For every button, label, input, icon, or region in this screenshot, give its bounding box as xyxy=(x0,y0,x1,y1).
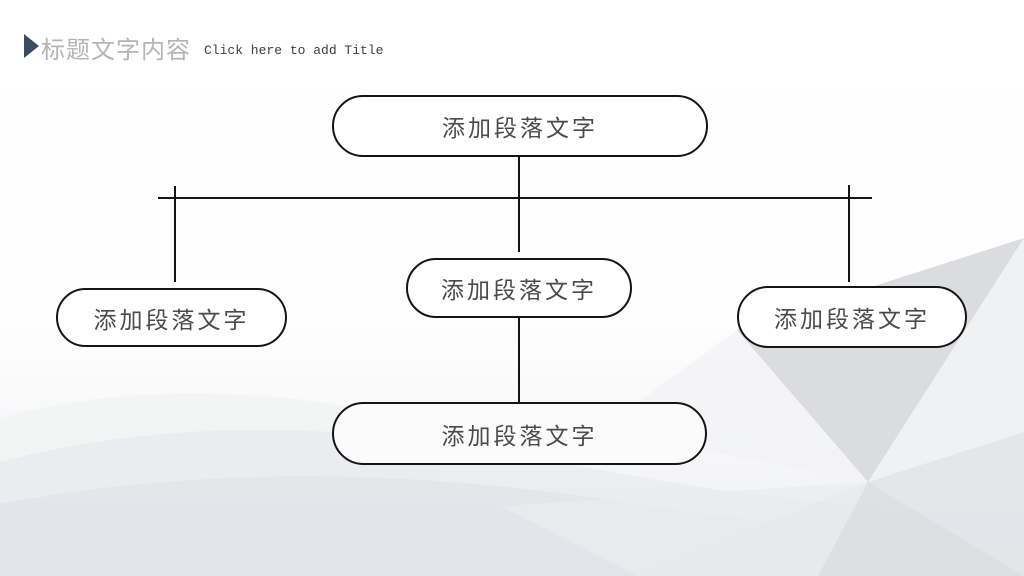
node-middle-label: 添加段落文字 xyxy=(441,278,597,303)
connector-middle-to-bottom xyxy=(518,317,520,406)
title-placeholder-text[interactable]: Click here to add Title xyxy=(204,43,384,58)
node-left-label: 添加段落文字 xyxy=(93,307,250,333)
accent-triangle-icon xyxy=(24,34,39,58)
connector-top-to-branch xyxy=(518,156,520,252)
node-bottom[interactable]: 添加段落文字 xyxy=(332,402,707,465)
connector-branch-to-right xyxy=(848,185,850,282)
node-middle[interactable]: 添加段落文字 xyxy=(406,258,632,318)
connector-branch-horizontal xyxy=(158,197,872,199)
connector-branch-to-left xyxy=(174,186,176,282)
node-bottom-label: 添加段落文字 xyxy=(441,423,598,449)
node-top[interactable]: 添加段落文字 xyxy=(332,95,708,157)
page-title[interactable]: 标题文字内容 xyxy=(41,38,191,64)
node-left[interactable]: 添加段落文字 xyxy=(56,288,287,347)
node-right-label: 添加段落文字 xyxy=(774,307,930,332)
node-top-label: 添加段落文字 xyxy=(442,116,598,141)
slide-header: 标题文字内容 Click here to add Title xyxy=(24,30,383,65)
node-right[interactable]: 添加段落文字 xyxy=(737,286,967,348)
